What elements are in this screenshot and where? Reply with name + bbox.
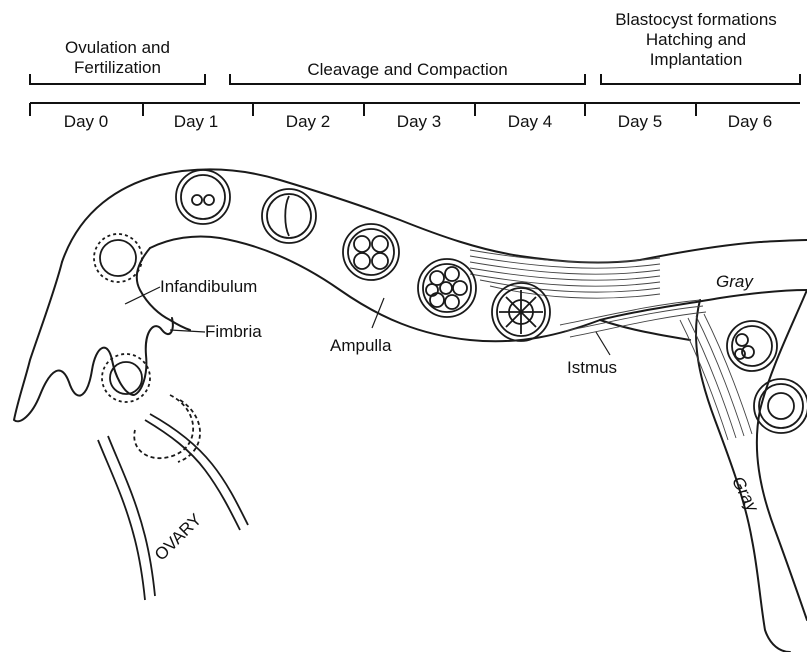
stage-line: Fertilization [30,58,205,78]
day-3-label: Day 3 [397,112,441,132]
label-fimbria: Fimbria [205,322,262,342]
oviduct-outline [14,169,807,652]
zygote-embryo [176,170,230,224]
label-ampulla: Ampulla [330,336,391,356]
embryos [176,170,807,433]
day-2-label: Day 2 [286,112,330,132]
stage-line: Hatching and [588,30,804,50]
day-6-label: Day 6 [728,112,772,132]
stage-ovulation-fertilization: Ovulation and Fertilization [30,38,205,78]
follicle [110,362,142,394]
released-oocyte [100,240,136,276]
day-1-label: Day 1 [174,112,218,132]
stage-cleavage-compaction: Cleavage and Compaction [230,60,585,80]
blastocyst-embryo [727,321,777,371]
muscle-shading [470,250,752,440]
day-4-label: Day 4 [508,112,552,132]
day-0-label: Day 0 [64,112,108,132]
morula-embryo [492,283,550,341]
eight-cell-embryo [418,259,476,317]
stage-line: Ovulation and [30,38,205,58]
label-infandibulum: Infandibulum [160,277,257,297]
bracket-blastocyst [601,74,800,84]
stage-line: Cleavage and Compaction [230,60,585,80]
two-cell-embryo [262,189,316,243]
label-gray-upper: Gray [716,272,753,292]
label-istmus: Istmus [567,358,617,378]
stage-blastocyst: Blastocyst formations Hatching and Impla… [588,10,804,70]
stage-line: Blastocyst formations [588,10,804,30]
day-5-label: Day 5 [618,112,662,132]
four-cell-embryo [343,224,399,280]
stage-line: Implantation [588,50,804,70]
